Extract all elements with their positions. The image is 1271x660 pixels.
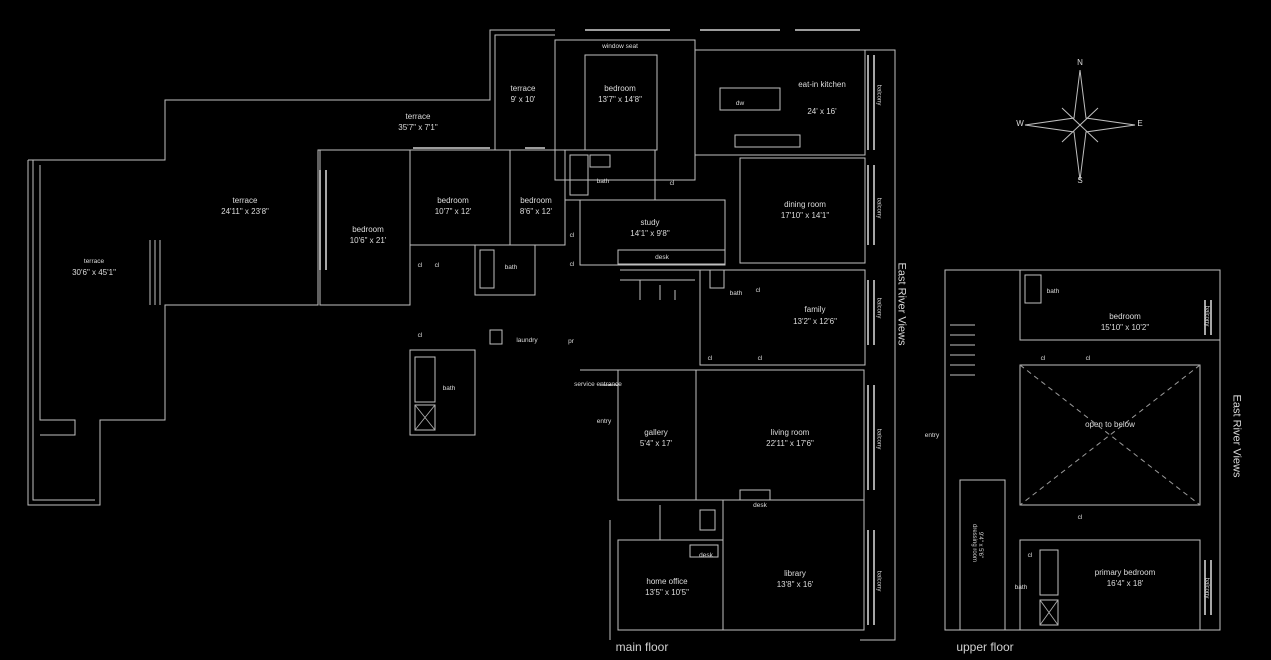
- bedroom-up-label: bedroom: [1109, 312, 1141, 321]
- entry-label-main: entry: [596, 418, 612, 425]
- bath-label-3: bath: [729, 290, 743, 297]
- gallery-label: gallery: [644, 428, 668, 437]
- dressing-room-dim: 9'4" x 5'6": [977, 531, 984, 559]
- balcony-label-5: balcony: [875, 570, 882, 592]
- desk-label-2: desk: [699, 552, 713, 559]
- terrace-mid-dim: 24'11" x 23'8": [221, 207, 269, 216]
- balcony-label-2: balcony: [875, 197, 882, 219]
- east-river-views-upper: East River Views: [1230, 394, 1243, 478]
- desk-label-3: desk: [753, 502, 767, 509]
- library-label: library: [784, 569, 806, 578]
- compass-w: W: [1016, 119, 1024, 128]
- cl-label-5: cl: [569, 261, 575, 268]
- bedroom-d-dim: 8'6" x 12': [519, 207, 553, 216]
- cl-label-10: cl: [1040, 355, 1046, 362]
- dining-room-dim: 17'10" x 14'1": [780, 211, 830, 220]
- bedroom-c-label: bedroom: [437, 196, 469, 205]
- cl-label-1: cl: [417, 262, 423, 269]
- terrace-left-label: terrace: [83, 258, 105, 265]
- terrace-left-dim: 30'6" x 45'1": [72, 268, 116, 277]
- bedroom-a-label: bedroom: [604, 84, 636, 93]
- kitchen-dim: 24' x 16': [807, 107, 837, 116]
- dressing-room-label: dressing room: [971, 523, 978, 563]
- kitchen-label: eat-in kitchen: [798, 80, 846, 89]
- terrace-top-dim: 35'7" x 7'1": [398, 123, 438, 132]
- home-office-label: home office: [646, 577, 688, 586]
- study-label: study: [640, 218, 660, 227]
- cl-label-13: cl: [1027, 552, 1033, 559]
- family-dim: 13'2" x 12'6": [793, 317, 837, 326]
- balcony-label-4: balcony: [875, 428, 882, 450]
- bedroom-d-label: bedroom: [520, 196, 552, 205]
- upper-floor-title: upper floor: [956, 640, 1014, 654]
- cl-label-4: cl: [569, 232, 575, 239]
- dw-label: dw: [735, 100, 745, 107]
- open-to-below-label: open to below: [1085, 420, 1135, 429]
- terrace-top-label: terrace: [405, 112, 431, 121]
- balcony-label-1: balcony: [875, 84, 882, 106]
- library-dim: 13'8" x 16': [776, 580, 814, 589]
- terrace-mid-label: terrace: [232, 196, 258, 205]
- living-room-label: living room: [770, 428, 810, 437]
- cl-label-7: cl: [755, 287, 761, 294]
- main-floor-title: main floor: [615, 640, 669, 654]
- cl-label-6: cl: [669, 180, 675, 187]
- laundry-label: laundry: [516, 337, 538, 344]
- bath-label-1: bath: [596, 178, 610, 185]
- pr-label: pr: [568, 338, 574, 345]
- bath-label-up-2: bath: [1014, 584, 1028, 591]
- compass-s: S: [1077, 176, 1083, 185]
- home-office-dim: 13'5" x 10'5": [645, 588, 689, 597]
- compass-e: E: [1137, 119, 1143, 128]
- cl-label-11: cl: [1085, 355, 1091, 362]
- bath-label-4: bath: [442, 385, 456, 392]
- entry-label-up: entry: [924, 432, 940, 439]
- upper-floor-walls: [944, 269, 1221, 631]
- main-floor-walls: [319, 29, 896, 641]
- bedroom-a-dim: 13'7" x 14'8": [598, 95, 642, 104]
- bath-label-up-1: bath: [1046, 288, 1060, 295]
- balcony-label-7: balcony: [1203, 577, 1210, 599]
- cl-label-3: cl: [417, 332, 423, 339]
- terrace-small-dim: 9' x 10': [510, 95, 536, 104]
- family-label: family: [804, 305, 826, 314]
- window-seat-label: window seat: [602, 43, 638, 50]
- terrace-walls: [27, 29, 555, 506]
- terrace-small-label: terrace: [510, 84, 536, 93]
- cl-label-8: cl: [707, 355, 713, 362]
- bedroom-b-label: bedroom: [352, 225, 384, 234]
- desk-label: desk: [655, 254, 669, 261]
- service-entrance-label: service entrance: [574, 381, 622, 388]
- east-river-views-main: East River Views: [895, 262, 908, 346]
- bedroom-b-dim: 10'6" x 21': [349, 236, 387, 245]
- dining-room-label: dining room: [784, 200, 826, 209]
- cl-label-9: cl: [757, 355, 763, 362]
- primary-bedroom-label: primary bedroom: [1094, 568, 1156, 577]
- primary-bedroom-dim: 16'4" x 18': [1106, 579, 1144, 588]
- gallery-dim: 5'4" x 17': [639, 439, 673, 448]
- bedroom-c-dim: 10'7" x 12': [434, 207, 472, 216]
- bedroom-up-dim: 15'10" x 10'2": [1100, 323, 1150, 332]
- study-dim: 14'1" x 9'8": [630, 229, 670, 238]
- bath-label-2: bath: [504, 264, 518, 271]
- balcony-label-6: balcony: [1203, 305, 1210, 327]
- living-room-dim: 22'11" x 17'6": [766, 439, 814, 448]
- balcony-label-3: balcony: [875, 297, 882, 319]
- cl-label-12: cl: [1077, 514, 1083, 521]
- compass-rose: [1024, 69, 1136, 181]
- cl-label-2: cl: [434, 262, 440, 269]
- compass-n: N: [1077, 58, 1083, 67]
